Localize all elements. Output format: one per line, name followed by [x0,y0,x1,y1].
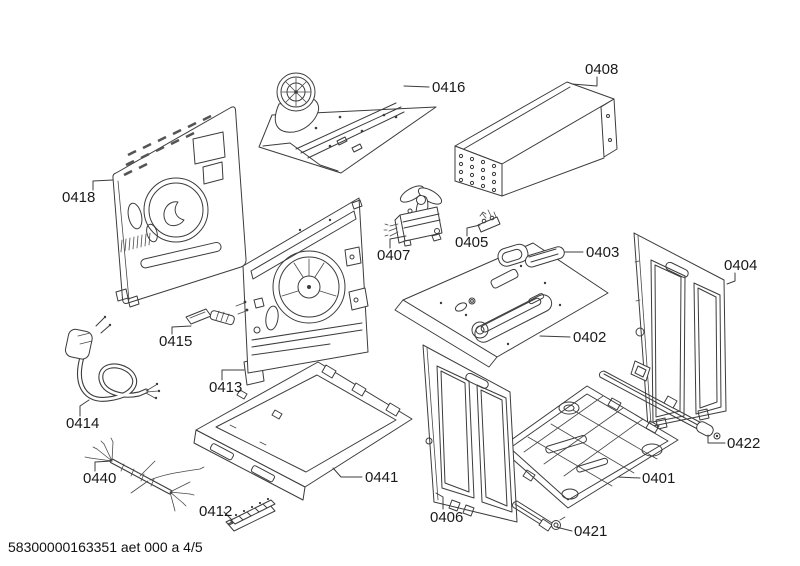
part-drawing-0421-rail-left [512,500,566,532]
part-drawing-0408-top-bracket [454,81,618,197]
part-drawing-0412-terminal-block [225,497,276,532]
part-label-0414: 0414 [66,415,99,432]
part-label-0415: 0415 [159,333,192,350]
part-drawing-0414-power-cord [64,315,161,402]
part-drawing-0415-sensor [185,300,249,326]
part-drawing-0416-top-panel-blower [258,72,437,174]
part-label-0413: 0413 [209,379,242,396]
part-label-0403: 0403 [586,244,619,261]
part-label-0405: 0405 [455,234,488,251]
part-drawing-0407-fan-motor [383,185,443,247]
part-drawing-0440-wiring-harness [84,437,205,512]
part-drawing-0402-oven-top-panel [394,242,609,368]
part-label-0404: 0404 [724,257,757,274]
part-drawing-0406-side-panel-left [422,344,518,523]
part-label-0408: 0408 [585,61,618,78]
part-drawing-0403-duct-bracket [497,243,565,268]
part-label-0418: 0418 [62,189,95,206]
part-drawing-0404-side-panel-right [633,232,727,430]
part-label-0412: 0412 [199,503,232,520]
part-label-0422: 0422 [727,435,760,452]
part-drawing-0441-frame [193,361,413,501]
part-drawing-0422-rail-right [599,360,721,440]
part-label-0401: 0401 [642,470,675,487]
part-label-0421: 0421 [574,523,607,540]
part-label-0407: 0407 [377,247,410,264]
part-label-0440: 0440 [83,470,116,487]
part-label-0416: 0416 [432,79,465,96]
leader-lines [79,76,736,532]
document-code: 58300000163351 aet 000 a 4/5 [8,539,203,555]
part-drawing-0405-switch [477,209,501,233]
part-drawing-0401-base-panel [499,385,679,509]
part-label-0406: 0406 [430,509,463,526]
part-drawing-0418-rear-panel [112,106,247,308]
part-drawing-0413-cavity-rear-wall [242,197,369,386]
part-label-0402: 0402 [573,329,606,346]
part-label-0441: 0441 [365,469,398,486]
